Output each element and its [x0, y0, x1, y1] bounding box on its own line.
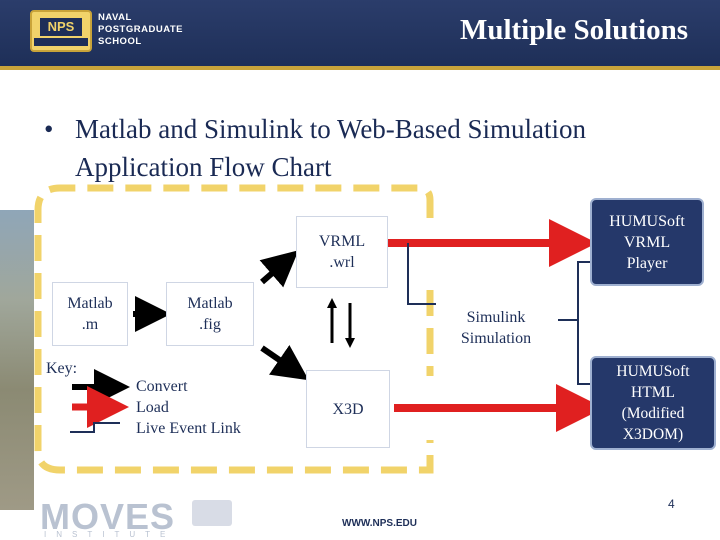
bullet-text: Matlab and Simulink to Web-Based Simulat… [75, 114, 587, 182]
convert-arrow-fig-to-x3d [260, 344, 309, 381]
logo-line-postgraduate: POSTGRADUATE [98, 24, 183, 35]
moves-logo-subtext: INSTITUTE [44, 530, 176, 539]
nps-seal-ribbon [34, 38, 88, 46]
key-live-link-line [70, 422, 120, 433]
node-matlab-fig: Matlab .fig [166, 282, 254, 346]
live-link-vrml-simulink [407, 243, 436, 305]
convert-arrow-vrml-down-head [327, 298, 337, 308]
convert-arrow-fig-to-vrml [259, 250, 299, 288]
logo-line-naval: NAVAL [98, 12, 132, 23]
dashed-boundary [34, 184, 434, 474]
logo-line-school: SCHOOL [98, 36, 142, 47]
nps-seal-logo: NPS [30, 10, 92, 52]
nps-seal-text: NPS [40, 18, 82, 36]
moves-logo: MOVES [40, 496, 176, 537]
nps-logo-text: NAVAL POSTGRADUATE SCHOOL [98, 12, 183, 48]
node-simulink-simulation: Simulink Simulation [436, 282, 556, 374]
key-live-event-link-label: Live Event Link [136, 420, 241, 437]
node-x3d: X3D [306, 370, 390, 448]
node-vrml-wrl: VRML .wrl [296, 216, 388, 288]
footer-url: WWW.NPS.EDU [342, 518, 417, 529]
header-rule [0, 66, 720, 70]
node-matlab-m: Matlab .m [52, 282, 128, 346]
key-convert-label: Convert [136, 378, 188, 395]
slide-title: Multiple Solutions [459, 14, 688, 46]
bullet-dot: • [44, 114, 54, 144]
convert-arrow-x3d-up-head [345, 338, 355, 348]
node-humusoft-html: HUMUSoft HTML (Modified X3DOM) [590, 356, 716, 450]
node-humusoft-vrml-player: HUMUSoft VRML Player [590, 198, 704, 286]
key-load-label: Load [136, 399, 169, 416]
page-number: 4 [668, 497, 675, 511]
key-title: Key: [46, 360, 78, 377]
live-link-simulink-humusoft [558, 261, 590, 321]
campus-photo-strip [0, 210, 34, 510]
slide-header: NPS NAVAL POSTGRADUATE SCHOOL Multiple S… [0, 0, 720, 66]
footer-nps-seal [192, 500, 232, 526]
live-link-simulink-humusoft-html [577, 320, 590, 385]
